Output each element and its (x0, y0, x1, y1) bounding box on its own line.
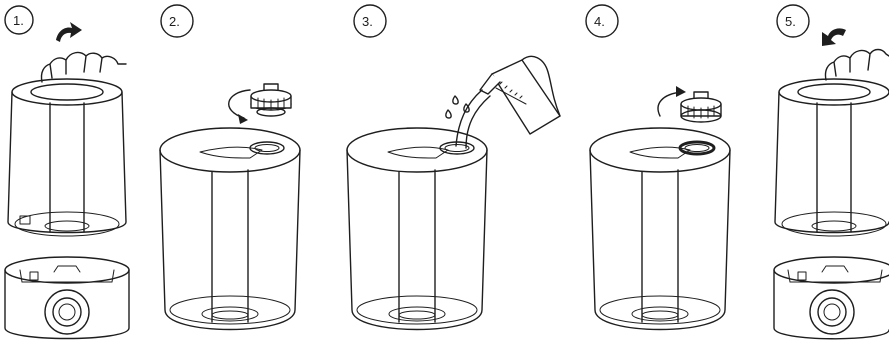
step-2-badge: 2. (161, 5, 193, 37)
water-tank (160, 128, 300, 330)
step-5-badge: 5. (777, 5, 809, 37)
step-2: 2. (160, 5, 300, 330)
hand-icon (825, 50, 889, 81)
humidifier-base (774, 257, 889, 339)
water-tank (775, 79, 889, 236)
step-3-number: 3. (362, 14, 373, 29)
water-stream (456, 90, 490, 148)
water-tank (590, 128, 730, 330)
hand-icon (41, 53, 126, 82)
step-5: 5. (774, 5, 889, 339)
tank-cap (251, 84, 291, 116)
step-4-badge: 4. (586, 5, 618, 37)
water-tank (347, 128, 487, 330)
step-4-number: 4. (594, 14, 605, 29)
step-1-badge: 1. (5, 6, 33, 34)
up-right-arrow-icon (56, 22, 82, 42)
water-drops (446, 96, 469, 118)
rotate-counterclockwise-arrow-icon (229, 90, 250, 118)
step-5-number: 5. (785, 14, 796, 29)
step-3: 3. (347, 5, 560, 330)
step-4: 4. (586, 5, 730, 330)
tank-cap (681, 92, 721, 122)
step-1: 1. (5, 6, 129, 339)
humidifier-base (5, 257, 129, 339)
water-tank (8, 79, 126, 236)
step-2-number: 2. (169, 14, 180, 29)
step-3-badge: 3. (354, 5, 386, 37)
down-left-arrow-icon (822, 28, 846, 46)
measuring-jug (480, 56, 560, 134)
step-1-number: 1. (13, 13, 24, 28)
